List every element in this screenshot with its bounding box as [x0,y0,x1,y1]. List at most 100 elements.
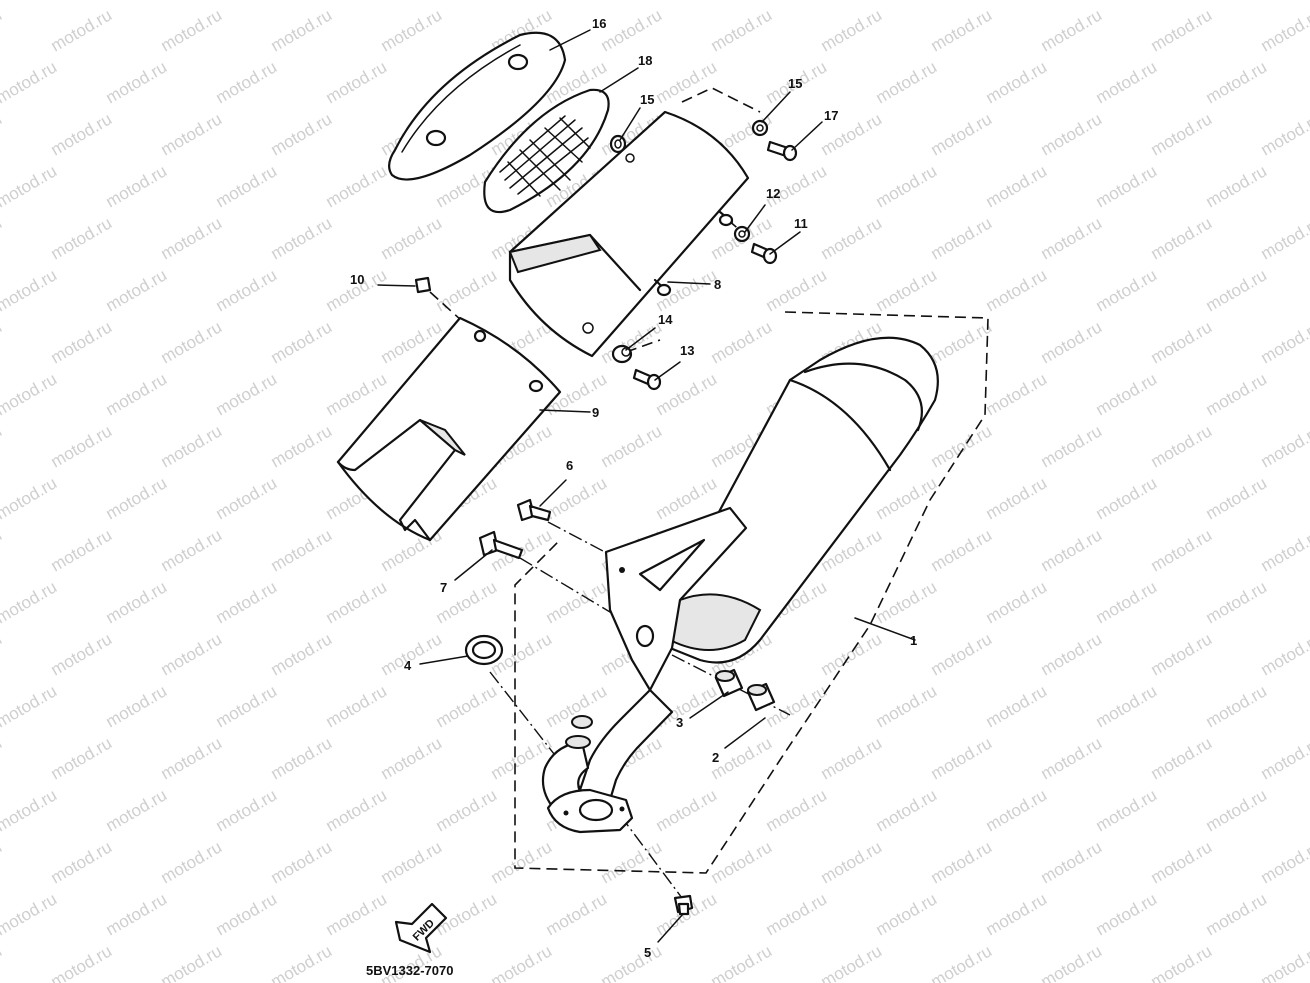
watermark-text: motod.ru [1148,837,1216,887]
watermark-text: motod.ru [48,525,116,575]
watermark-text: motod.ru [763,681,831,731]
watermark-text: motod.ru [653,785,721,835]
watermark-text: motod.ru [543,889,611,939]
watermark-text: motod.ru [213,681,281,731]
watermark-text: motod.ru [378,5,446,55]
watermark-text: motod.ru [48,941,116,983]
collar-part-2 [746,682,776,712]
watermark-text: motod.ru [158,629,226,679]
watermark-text: motod.ru [48,733,116,783]
watermark-text: motod.ru [213,0,281,3]
watermark-text: motod.ru [0,421,5,471]
watermark-text: motod.ru [1258,837,1310,887]
assembly-outline-8 [681,87,761,113]
watermark-text: motod.ru [0,577,60,627]
callout-15-right: 15 [788,76,802,91]
watermark-text: motod.ru [1203,681,1271,731]
watermark-text: motod.ru [1258,941,1310,983]
watermark-text: motod.ru [983,0,1051,3]
watermark-text: motod.ru [0,941,5,983]
watermark-text: motod.ru [433,0,501,3]
callout-18: 18 [638,53,652,68]
callout-16: 16 [592,16,606,31]
watermark-text: motod.ru [268,109,336,159]
watermark-text: motod.ru [158,213,226,263]
emblem-part-18 [483,88,610,214]
watermark-text: motod.ru [1093,473,1161,523]
watermark-text: motod.ru [268,213,336,263]
watermark-text: motod.ru [0,733,5,783]
watermark-text: motod.ru [1258,421,1310,471]
watermark-text: motod.ru [983,369,1051,419]
watermark-text: motod.ru [488,837,556,887]
watermark-text: motod.ru [158,837,226,887]
watermark-text: motod.ru [1203,369,1271,419]
watermark-text: motod.ru [818,629,886,679]
watermark-text: motod.ru [213,265,281,315]
watermark-text: motod.ru [1203,889,1271,939]
watermark-text: motod.ru [1148,421,1216,471]
watermark-text: motod.ru [48,109,116,159]
watermark-text: motod.ru [0,265,60,315]
watermark-text: motod.ru [928,629,996,679]
emblem-mesh [499,115,591,197]
watermark-text: motod.ru [1258,109,1310,159]
watermark-text: motod.ru [873,681,941,731]
watermark-text: motod.ru [598,941,666,983]
watermark-text: motod.ru [1093,681,1161,731]
muffler-bracket [604,506,748,692]
watermark-text: motod.ru [1258,733,1310,783]
watermark-text: motod.ru [1258,213,1310,263]
watermark-text: motod.ru [268,941,336,983]
watermark-text: motod.ru [763,889,831,939]
watermark-text: motod.ru [1093,0,1161,3]
washer-part-15-right [751,119,769,137]
assembly-line-4 [489,671,591,801]
watermark-text: motod.ru [48,837,116,887]
watermark-text: motod.ru [983,473,1051,523]
watermark-text: motod.ru [0,473,60,523]
watermark-text: motod.ru [983,889,1051,939]
watermark-text: motod.ru [268,629,336,679]
watermark-text: motod.ru [213,161,281,211]
callout-4: 4 [404,658,412,673]
watermark-text: motod.ru [1258,5,1310,55]
watermark-text: motod.ru [928,109,996,159]
watermark-text: motod.ru [873,0,941,3]
watermark-text: motod.ru [763,785,831,835]
watermark-text: motod.ru [1093,161,1161,211]
watermark-text: motod.ru [0,317,5,367]
watermark-text: motod.ru [1203,0,1271,3]
watermark-text: motod.ru [323,785,391,835]
callout-9: 9 [592,405,599,420]
watermark-text: motod.ru [378,629,446,679]
watermark-text: motod.ru [1148,629,1216,679]
watermark-text: motod.ru [1093,785,1161,835]
callout-10: 10 [350,272,364,287]
watermark-text: motod.ru [1038,5,1106,55]
watermark-text: motod.ru [323,0,391,3]
watermark-text: motod.ru [103,889,171,939]
leader-lines [377,29,916,943]
callout-17: 17 [824,108,838,123]
watermark-text: motod.ru [1038,941,1106,983]
watermark-text: motod.ru [158,525,226,575]
watermark-text: motod.ru [873,161,941,211]
watermark-text: motod.ru [543,473,611,523]
watermark-text: motod.ru [323,889,391,939]
watermark-text: motod.ru [1148,525,1216,575]
watermark-text: motod.ru [1203,57,1271,107]
watermark-text: motod.ru [378,213,446,263]
protector-part-8 [508,110,750,358]
watermark-text: motod.ru [818,941,886,983]
watermark-text: motod.ru [158,109,226,159]
watermark-text: motod.ru [983,57,1051,107]
assembly-line-14 [625,339,661,353]
watermark-text: motod.ru [1148,213,1216,263]
watermark-text: motod.ru [1258,317,1310,367]
watermark-text: motod.ru [873,577,941,627]
watermark-text: motod.ru [1203,265,1271,315]
callout-5: 5 [644,945,651,960]
watermark-text: motod.ru [1148,109,1216,159]
watermark-text: motod.ru [378,837,446,887]
